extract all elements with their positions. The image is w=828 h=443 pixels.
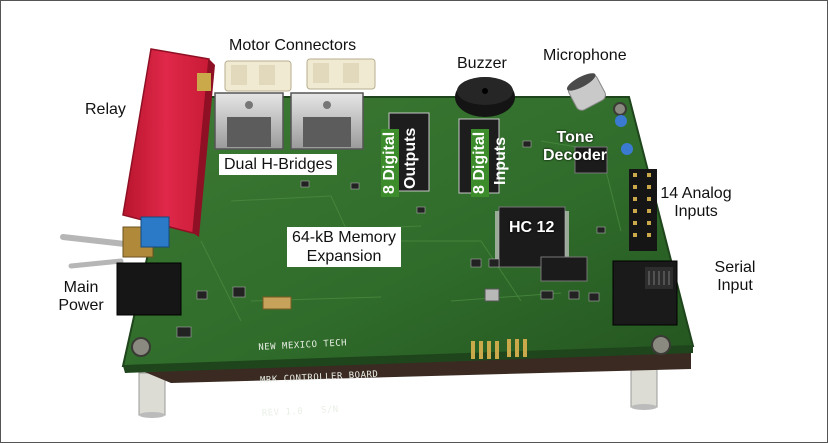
label-analog-inputs: 14 Analog Inputs <box>651 185 741 221</box>
label-digital-inputs-word: Inputs <box>492 137 509 185</box>
mounting-hole <box>651 335 671 355</box>
label-serial-input-line1: Serial <box>714 259 756 276</box>
label-tone-decoder: Tone Decoder <box>539 129 611 165</box>
crystal <box>484 288 500 302</box>
label-microphone: Microphone <box>543 47 627 64</box>
tone-decoder-chip <box>574 146 608 174</box>
label-serial-input-line2: Input <box>717 277 753 294</box>
label-motor-connectors: Motor Connectors <box>229 37 357 54</box>
label-main-power: Main Power <box>51 279 111 315</box>
label-tone-decoder-line2: Decoder <box>542 147 608 164</box>
label-analog-inputs-line2: Inputs <box>674 203 718 220</box>
standoff-foot <box>139 412 165 418</box>
silkscreen-line1: NEW MEXICO TECH <box>258 338 348 353</box>
toggle-lever <box>68 258 124 269</box>
standoff-foot <box>631 404 657 410</box>
label-digital-outputs-word: Outputs <box>402 127 419 189</box>
label-digital-inputs-num: 8 Digital <box>471 128 489 197</box>
smd-components <box>176 140 606 338</box>
blue-switch <box>140 216 170 248</box>
fuse <box>262 296 292 310</box>
motor-connector <box>306 58 376 90</box>
label-serial-input: Serial Input <box>705 259 765 295</box>
label-main-power-line2: Power <box>58 297 104 314</box>
power-jack <box>116 262 182 316</box>
trim-pot <box>621 143 633 155</box>
pcb-edge <box>123 346 693 373</box>
h-bridge-heatsink <box>214 92 284 150</box>
standoff-leg <box>138 372 166 416</box>
label-memory-line1: 64-kB Memory <box>292 229 397 246</box>
silkscreen-line3: REV 1.0 S/N <box>261 404 339 419</box>
silkscreen-text: NEW MEXICO TECH MRK CONTROLLER BOARD REV… <box>257 315 382 442</box>
label-analog-inputs-line1: 14 Analog <box>660 185 732 202</box>
label-relay: Relay <box>85 101 126 118</box>
label-hc12: HC 12 <box>509 219 555 236</box>
label-main-power-line1: Main <box>63 279 99 296</box>
mounting-hole <box>613 102 627 116</box>
trim-pot <box>615 115 627 127</box>
h-bridge-heatsink <box>290 92 364 150</box>
serial-connector <box>612 260 678 326</box>
label-digital-outputs-num: 8 Digital <box>381 128 399 197</box>
silkscreen-line2: MRK CONTROLLER BOARD <box>259 369 379 386</box>
motor-connector <box>224 60 292 92</box>
label-memory-line2: Expansion <box>306 248 382 265</box>
pin-headers <box>471 339 527 359</box>
relay-pins <box>197 73 211 91</box>
relay-side <box>193 59 215 237</box>
label-dual-h-bridges: Dual H-Bridges <box>219 154 338 175</box>
memory-chip <box>540 256 588 282</box>
label-buzzer: Buzzer <box>457 55 507 72</box>
label-memory-expansion: 64-kB Memory Expansion <box>287 227 402 267</box>
microphone-capsule <box>566 73 606 111</box>
label-tone-decoder-line1: Tone <box>556 129 594 146</box>
mounting-hole <box>131 337 151 357</box>
toggle-lever <box>60 234 128 247</box>
